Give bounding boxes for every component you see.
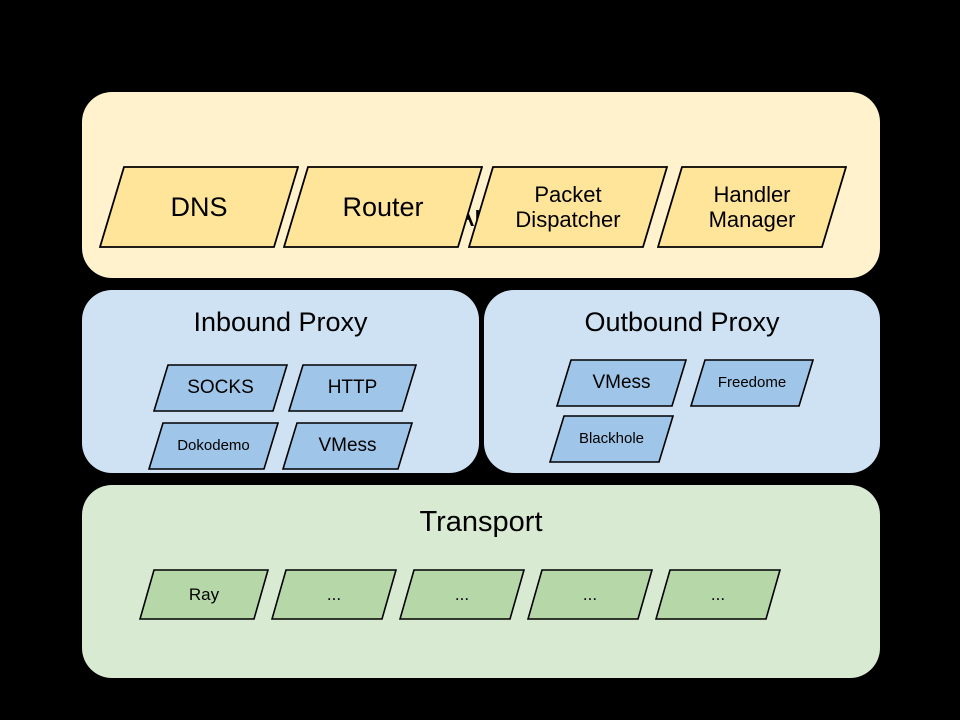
parallelogram-shape <box>139 569 269 620</box>
parallelogram-shape <box>527 569 653 620</box>
parallelogram-shape <box>690 359 814 407</box>
layer-transport-title: Transport <box>419 506 543 538</box>
app-item-router[interactable]: Router <box>283 166 483 248</box>
transport-item-ray[interactable]: Ray <box>139 569 269 620</box>
layer-inbound-title: Inbound Proxy <box>193 307 368 337</box>
transport-item-5[interactable]: ... <box>655 569 781 620</box>
outbound-item-blackhole[interactable]: Blackhole <box>549 415 674 463</box>
inbound-item-http[interactable]: HTTP <box>288 364 417 412</box>
app-item-handler-manager[interactable]: Handler Manager <box>657 166 847 248</box>
transport-item-2[interactable]: ... <box>271 569 397 620</box>
app-item-dns[interactable]: DNS <box>99 166 299 248</box>
parallelogram-shape <box>468 166 668 248</box>
layer-outbound-proxy: Outbound Proxy <box>484 290 880 473</box>
parallelogram-shape <box>549 415 674 463</box>
parallelogram-shape <box>288 364 417 412</box>
inbound-item-socks[interactable]: SOCKS <box>153 364 288 412</box>
parallelogram-shape <box>99 166 299 248</box>
parallelogram-shape <box>271 569 397 620</box>
layer-outbound-title: Outbound Proxy <box>584 307 780 337</box>
inbound-item-vmess[interactable]: VMess <box>282 422 413 470</box>
outbound-item-freedome[interactable]: Freedome <box>690 359 814 407</box>
inbound-item-dokodemo[interactable]: Dokodemo <box>148 422 279 470</box>
parallelogram-shape <box>148 422 279 470</box>
app-item-packet-dispatcher[interactable]: Packet Dispatcher <box>468 166 668 248</box>
parallelogram-shape <box>399 569 525 620</box>
parallelogram-shape <box>556 359 687 407</box>
parallelogram-shape <box>153 364 288 412</box>
transport-item-4[interactable]: ... <box>527 569 653 620</box>
outbound-item-vmess[interactable]: VMess <box>556 359 687 407</box>
transport-item-3[interactable]: ... <box>399 569 525 620</box>
parallelogram-shape <box>655 569 781 620</box>
parallelogram-shape <box>657 166 847 248</box>
parallelogram-shape <box>283 166 483 248</box>
parallelogram-shape <box>282 422 413 470</box>
